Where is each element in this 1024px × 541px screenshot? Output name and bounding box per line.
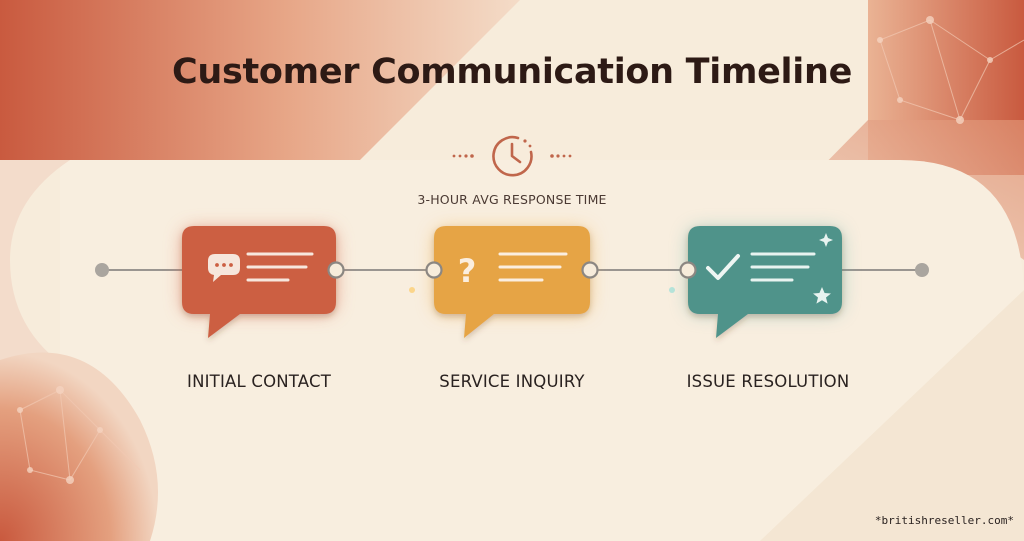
question-mark-icon: ? [458, 252, 477, 290]
timeline-end-dot [915, 263, 929, 277]
response-time-label: 3-HOUR AVG RESPONSE TIME [417, 192, 607, 207]
timeline-nodes [327, 261, 697, 279]
step-label-service-inquiry: SERVICE INQUIRY [439, 372, 585, 391]
node-1-out [327, 261, 345, 279]
step-label-initial-contact: INITIAL CONTACT [187, 372, 331, 391]
text-lines-2 [498, 252, 568, 282]
page-title: Customer Communication Timeline [171, 52, 853, 92]
chat-bubble-icon [208, 254, 240, 282]
node-3-in [679, 261, 697, 279]
timeline-start-dot [95, 263, 109, 277]
source-credit: *britishreseller.com* [874, 514, 1014, 527]
step-box-issue-resolution [688, 226, 842, 338]
step-label-issue-resolution: ISSUE RESOLUTION [686, 372, 850, 391]
text-lines-3 [750, 252, 816, 282]
text-lines-1 [246, 252, 314, 282]
clock-icon [452, 135, 572, 177]
step-box-initial-contact [182, 226, 336, 338]
node-2-in [425, 261, 443, 279]
glow-streaks [343, 249, 675, 293]
star-icon [813, 287, 831, 304]
checkmark-icon [706, 254, 740, 280]
sparkle-icon [819, 233, 833, 247]
node-2-out [581, 261, 599, 279]
